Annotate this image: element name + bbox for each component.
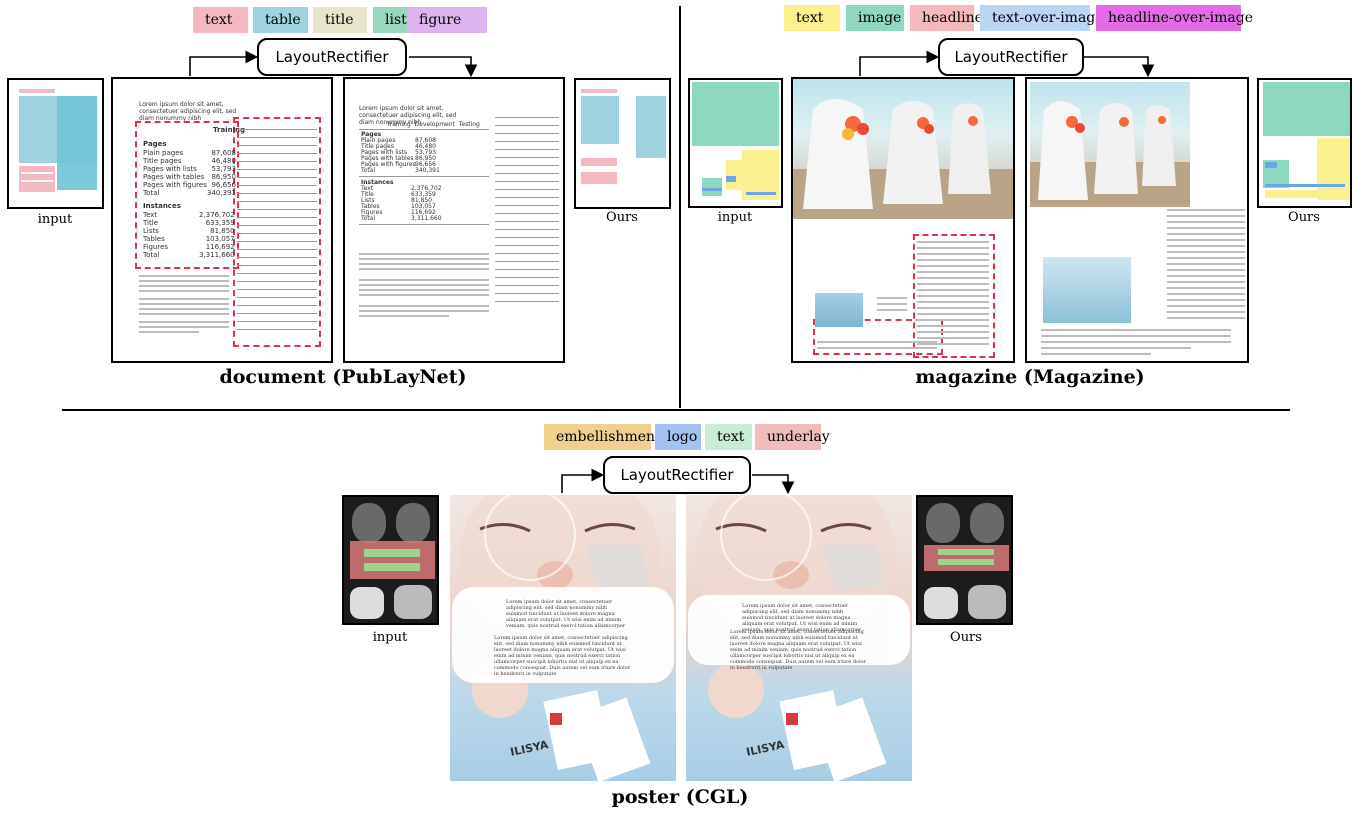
layout-rectifier-box: LayoutRectifier	[257, 38, 407, 76]
legend-mag-text: text	[784, 5, 840, 31]
legend-mag-text-over-image: text-over-image	[980, 5, 1104, 31]
legend-poster-text: text	[705, 424, 752, 450]
document-ours-layout	[574, 78, 671, 209]
magazine-section-title: magazine (Magazine)	[915, 366, 1145, 388]
magazine-ours-layout	[1257, 78, 1352, 208]
magazine-dashed-box-text	[913, 234, 995, 358]
document-dashed-box-left	[135, 121, 239, 269]
legend-underlay: underlay	[755, 424, 830, 450]
poster-input-caption: input	[372, 630, 408, 645]
mag-small-photo	[815, 293, 863, 327]
document-input-layout	[7, 78, 104, 209]
magazine-input-caption: input	[717, 210, 753, 225]
legend-figure: figure	[407, 7, 487, 33]
legend-table: table	[253, 7, 308, 33]
poster-section-title: poster (CGL)	[611, 786, 749, 808]
mag-small-photo-output	[1043, 257, 1131, 323]
legend-list: list	[373, 7, 409, 33]
legend-mag-image: image	[846, 5, 904, 31]
document-section-title: document (PubLayNet)	[219, 366, 467, 388]
legend-text: text	[193, 7, 248, 33]
legend-embellishment: embellishment	[544, 424, 661, 450]
document-input-caption: input	[37, 212, 73, 227]
poster-layout-rectifier-box: LayoutRectifier	[603, 456, 751, 494]
poster-input-image: ILISYA Lorem ipsum dolor sit amet, conse…	[450, 495, 676, 781]
poster-output-textbox: Lorem ipsum dolor sit amet, consectetuer…	[688, 595, 910, 671]
legend-logo: logo	[655, 424, 701, 450]
magazine-input-layout	[688, 78, 783, 208]
document-dashed-box-right	[233, 117, 321, 347]
horizontal-divider	[62, 409, 1290, 411]
magazine-ours-caption: Ours	[1288, 210, 1320, 225]
poster-input-textbox: Lorem ipsum dolor sit amet, consectetuer…	[452, 587, 674, 683]
document-output-page: Lorem ipsum dolor sit amet, consectetuer…	[343, 77, 565, 363]
poster-input-layout	[342, 495, 439, 625]
legend-mag-headline: headline	[910, 5, 983, 31]
chair-photo	[793, 79, 1013, 219]
legend-title: title	[313, 7, 367, 33]
magazine-input-page	[791, 77, 1015, 363]
magazine-output-page	[1025, 77, 1249, 363]
chair-photo-output	[1030, 82, 1190, 207]
document-ours-caption: Ours	[606, 210, 638, 225]
poster-output-image: ILISYA Lorem ipsum dolor sit amet, conse…	[686, 495, 912, 781]
legend-mag-headline-over-image: headline-over-image	[1096, 5, 1253, 31]
poster-ours-layout	[916, 495, 1013, 625]
poster-ours-caption: Ours	[950, 630, 982, 645]
mag-layout-rectifier-box: LayoutRectifier	[938, 38, 1084, 76]
vertical-divider	[679, 6, 681, 408]
document-input-page: Lorem ipsum dolor sit amet, consectetuer…	[111, 77, 333, 363]
